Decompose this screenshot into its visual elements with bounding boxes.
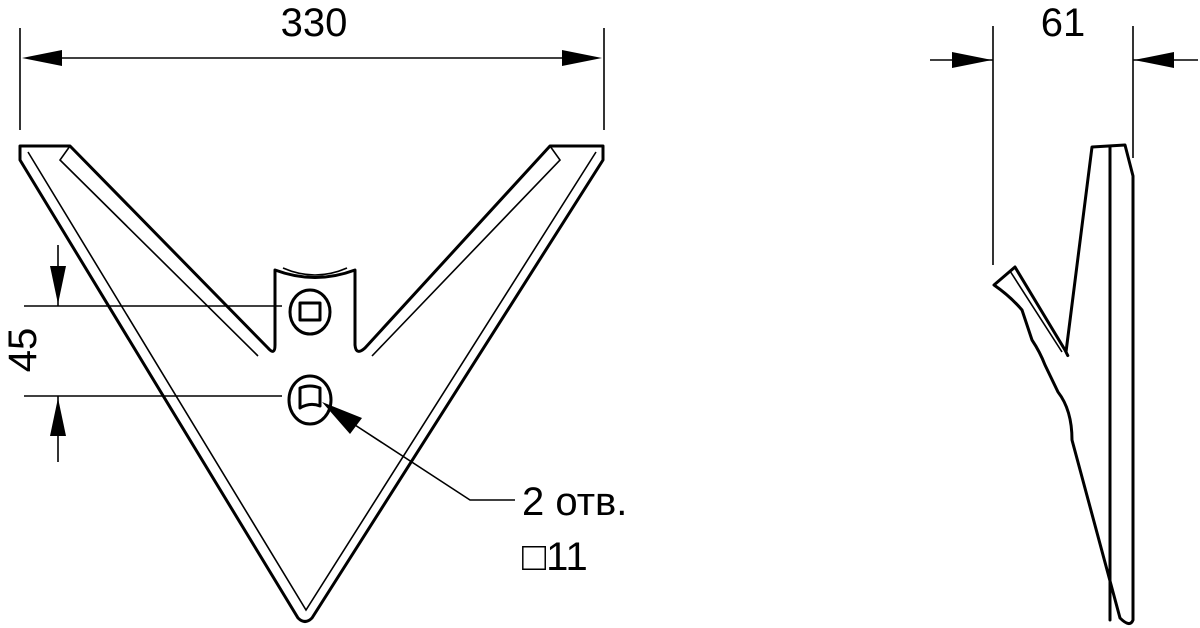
mounting-hole-upper: [288, 288, 332, 336]
dimension-45-label: 45: [1, 328, 45, 373]
mounting-hole-lower: [287, 374, 333, 426]
holes-size-label: □11: [522, 535, 588, 579]
dimension-thickness: 61: [930, 1, 1198, 265]
holes-callout: 2 отв. □11: [322, 402, 627, 579]
side-view: [992, 143, 1135, 625]
front-view-sweep: [18, 144, 605, 623]
dimension-61-label: 61: [1041, 1, 1086, 45]
dimension-width: 330: [19, 1, 605, 130]
dimension-hole-spacing: 45: [1, 245, 282, 462]
dimension-330-label: 330: [281, 1, 348, 45]
holes-count-label: 2 отв.: [522, 480, 627, 524]
